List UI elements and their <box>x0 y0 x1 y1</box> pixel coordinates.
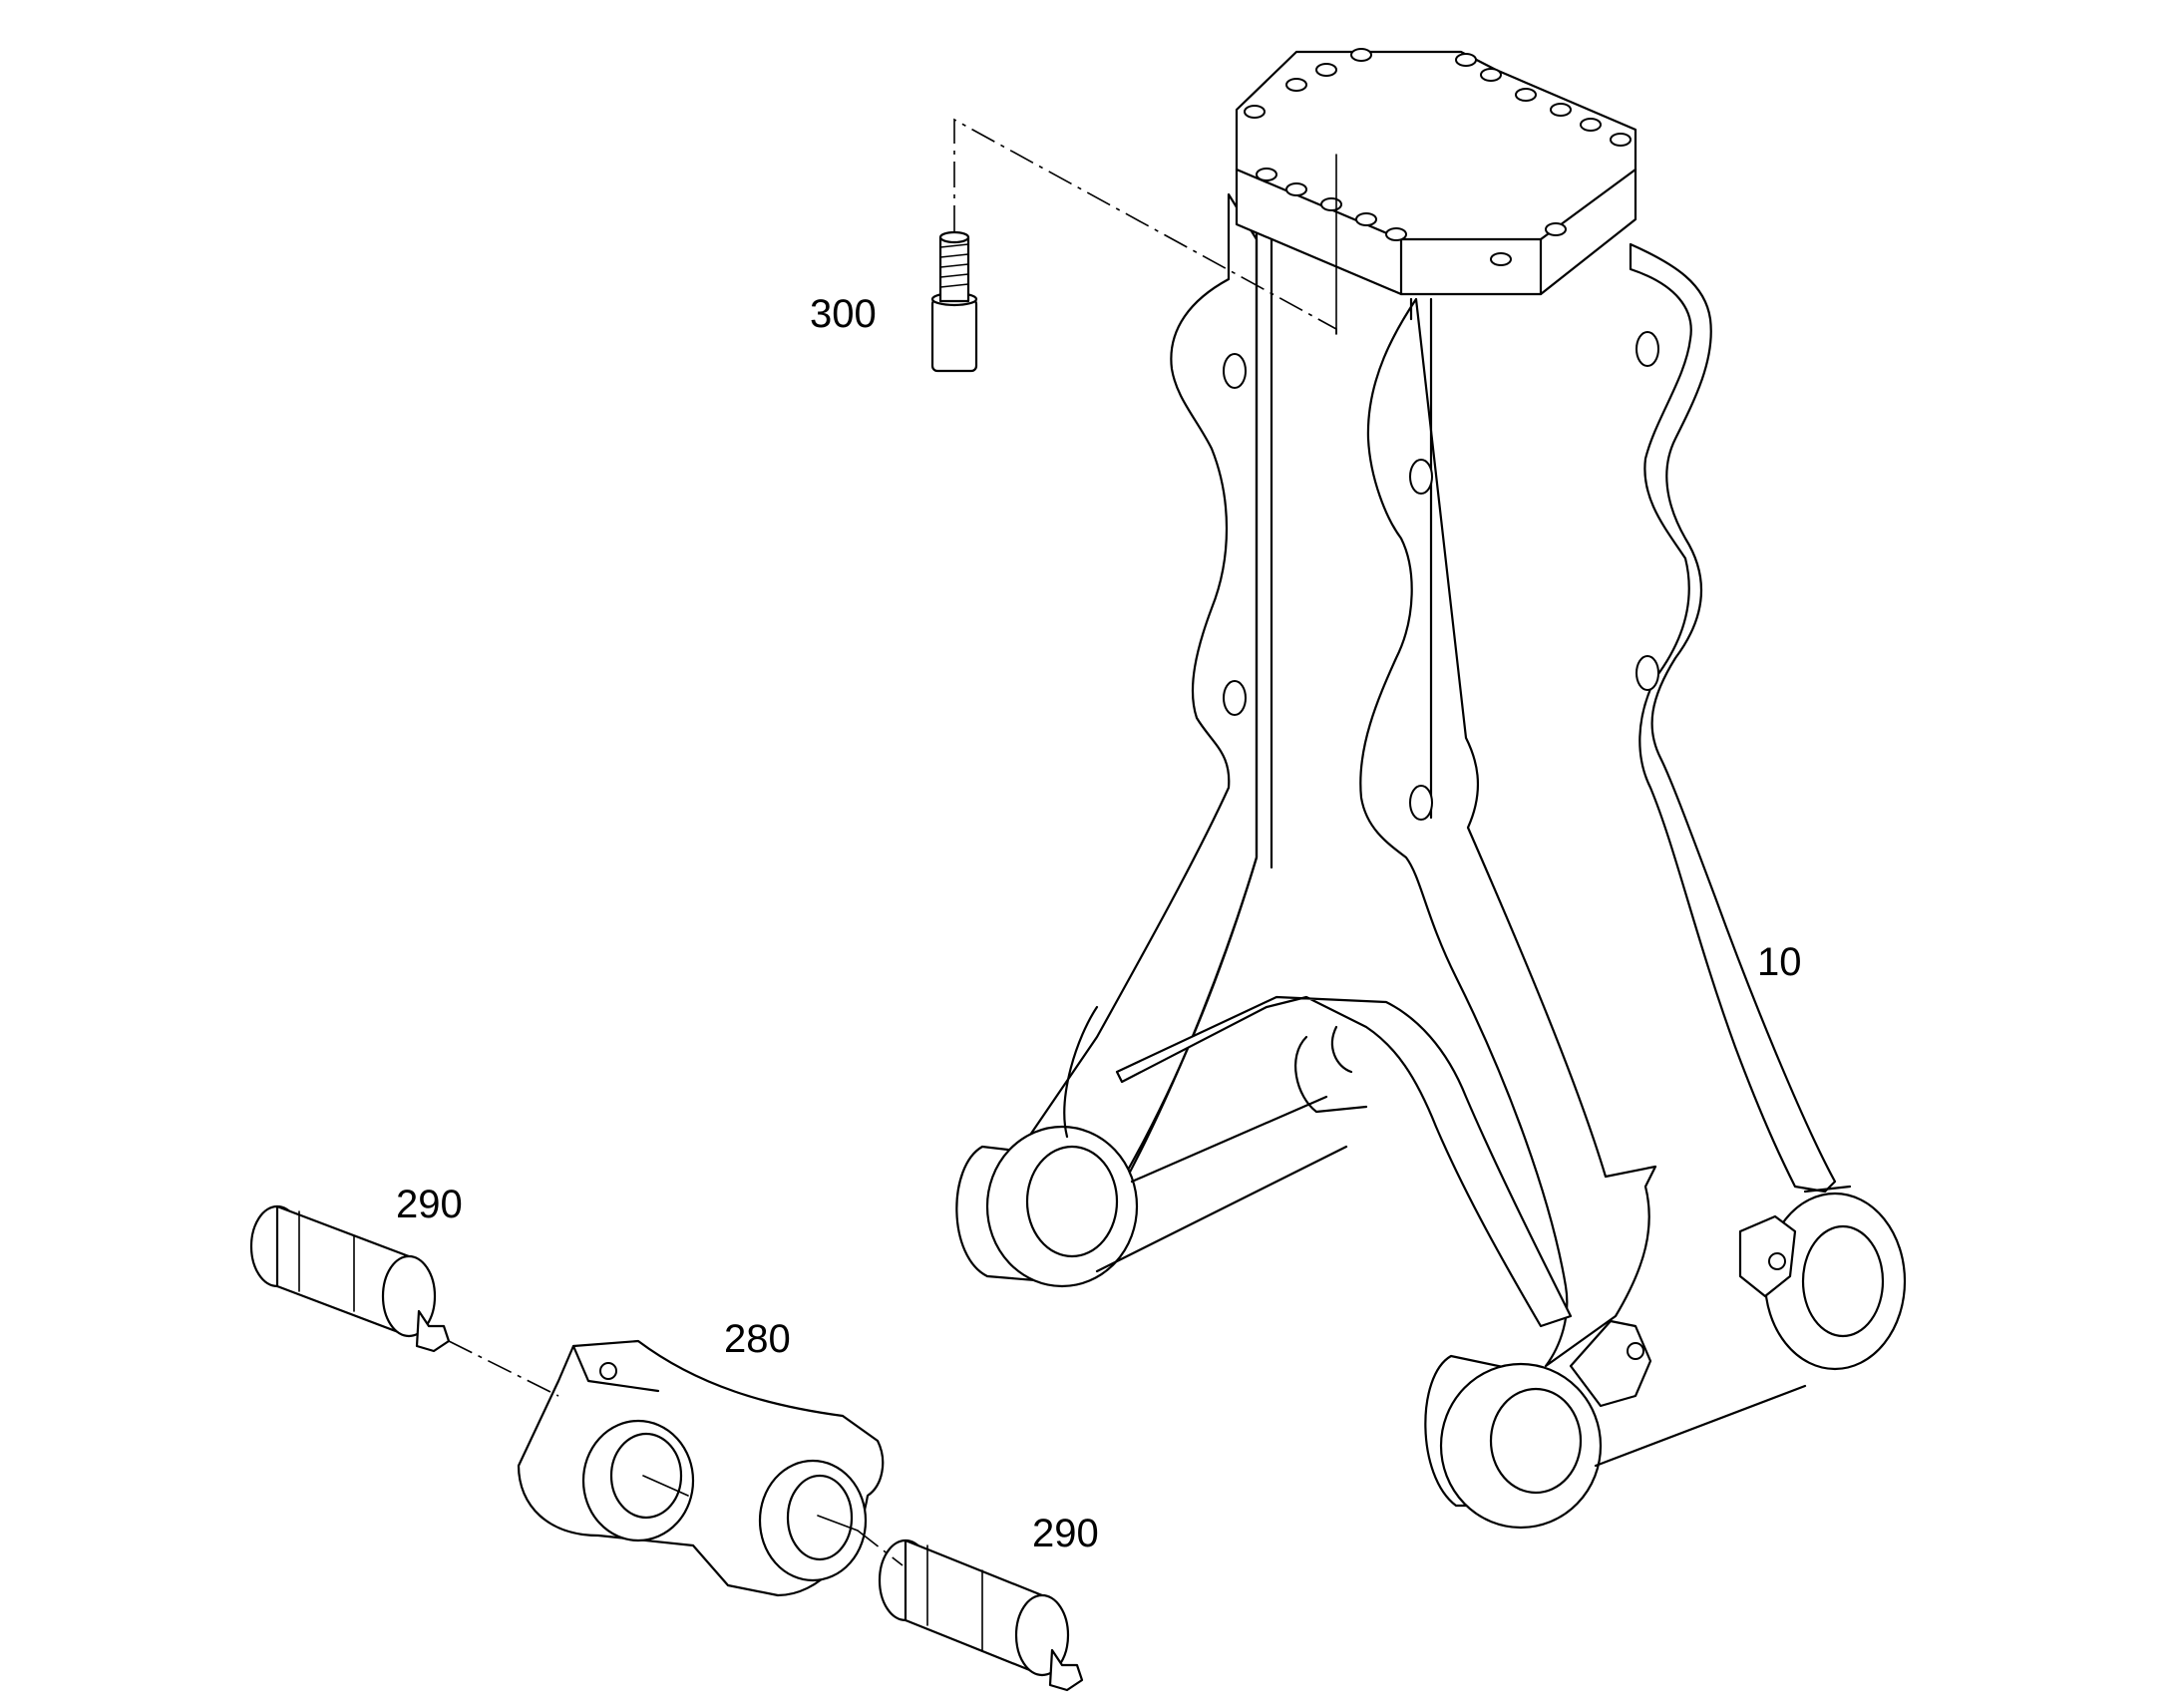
leg-mounting-holes <box>1223 331 1659 821</box>
callout-part-280: 280 <box>724 1317 791 1361</box>
assembly-line-290-280 <box>448 1340 559 1397</box>
left-front-lug <box>955 1005 1348 1288</box>
right-front-lug <box>1424 1319 1807 1530</box>
link-part-280 <box>517 1339 885 1597</box>
pin-part-290-lower <box>878 1538 1084 1692</box>
callout-part-300: 300 <box>810 292 877 336</box>
plate-bolt-holes <box>1244 48 1632 266</box>
callout-part-290-lower: 290 <box>1032 1512 1099 1555</box>
screw-part-300 <box>930 230 978 373</box>
pin-part-290-upper <box>249 1204 451 1353</box>
callout-part-290-upper: 290 <box>396 1183 463 1226</box>
right-rear-lug <box>1738 1185 1907 1371</box>
support-frame-part-10 <box>955 48 1907 1530</box>
assembly-line-300 <box>953 118 1337 339</box>
left-rear-lug <box>1294 1025 1368 1114</box>
assembly-line-280-290 <box>857 1530 904 1566</box>
callout-part-10: 10 <box>1757 940 1802 984</box>
